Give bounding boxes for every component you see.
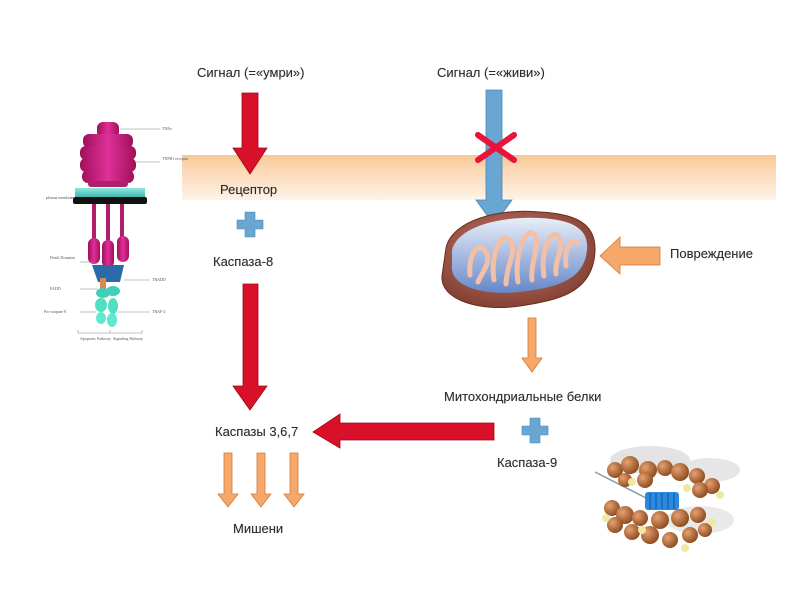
receptor-label: Рецептор xyxy=(220,182,278,197)
death-signal-arrow xyxy=(232,92,268,175)
survival-signal-label: Сигнал (=«живи») xyxy=(437,65,545,80)
caspase-9-label: Каспаза-9 xyxy=(497,455,558,470)
caspase8-to-caspases-arrow xyxy=(232,283,268,411)
plus-icon xyxy=(521,417,549,444)
target-arrow-1 xyxy=(217,452,239,508)
damage-label: Повреждение xyxy=(670,246,753,261)
mitochondrion-illustration xyxy=(441,210,596,309)
label-tnfr1: TNFR1 receptor xyxy=(162,156,189,161)
target-arrows xyxy=(217,452,305,508)
label-signaling-pathway: Signaling Pathway xyxy=(113,336,143,341)
plus-icon xyxy=(236,211,264,238)
death-signal-label: Сигнал (=«умри») xyxy=(197,65,305,80)
label-tnf: TNFα xyxy=(162,126,172,131)
tnf-ligand xyxy=(80,122,136,187)
receptor-stalks xyxy=(88,204,129,268)
label-tradd: TRADD xyxy=(152,277,166,282)
mitochondrial-release-arrow xyxy=(521,317,543,373)
label-plasma-membrane: plasma membrane xyxy=(46,195,75,200)
apoptosome-illustration xyxy=(594,446,740,552)
plasma-membrane-slab xyxy=(73,188,147,204)
caspase9-to-caspases-arrow xyxy=(312,413,495,449)
caspases-3-6-7-label: Каспазы 3,6,7 xyxy=(215,424,299,439)
caspase-8-label: Каспаза-8 xyxy=(213,254,274,269)
targets-label: Мишени xyxy=(233,521,284,536)
label-traf2: TRAF-2 xyxy=(152,309,166,314)
adapter-proteins xyxy=(92,265,124,327)
label-pro-caspase-8: Pro-caspase 8 xyxy=(44,309,66,314)
damage-arrow xyxy=(599,236,661,275)
cross-icon xyxy=(475,132,517,163)
label-apoptotic-pathway: Apoptotic Pathway xyxy=(80,336,111,341)
mitochondrial-proteins-label: Митохондриальные белки xyxy=(444,389,602,404)
label-death-domains: Death Domains xyxy=(50,255,75,260)
label-fadd: FADD xyxy=(50,286,61,291)
target-arrow-2 xyxy=(250,452,272,508)
target-arrow-3 xyxy=(283,452,305,508)
